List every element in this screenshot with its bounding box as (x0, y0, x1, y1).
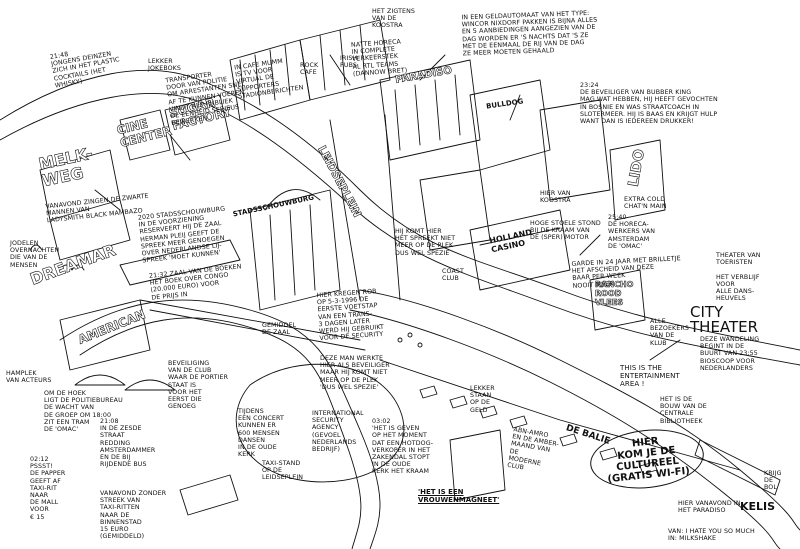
note-lekker: LEKKER JOKEBOKS (148, 58, 182, 73)
note-mauritz: ALLE BEZOEKERS VAN DE KLUB (650, 318, 689, 347)
note-eindelijk: BEVEILIGING VAN DE CLUB WAAR DE PORTIER … (168, 360, 229, 411)
note-rock: ROCK CAFE (300, 62, 319, 77)
city-theater-label: CITY THEATER (690, 303, 759, 336)
note-irish: IRISH PUBS (340, 55, 358, 70)
note-horeca: 25:40 DE HORECA- WERKERS VAN AMSTERDAM D… (608, 214, 656, 250)
note-entertainment: THIS IS THE ENTERTAINMENT AREA ! (620, 364, 680, 388)
note-pssst: 02:12 PSSST! DE PAPPER GEEFT AF TAXI-RIT… (30, 456, 66, 521)
building-stadsschouwburg (249, 189, 341, 311)
note-jodelen: JODELEN OVERNACHTEN DIE VAN DE MENSEN (10, 240, 60, 269)
building-cinecenter (119, 109, 171, 161)
pointer-lines (94, 54, 681, 361)
crowd-dots (397, 332, 423, 348)
road-center-north-2 (384, 114, 401, 301)
note-kringloop: HIER KREGEN ROB OP 5-3-1996 DE EERSTE VO… (316, 288, 385, 343)
note-hamplek: HAMPLEK VAN ACTEURS (6, 370, 52, 385)
building-right-block (539, 99, 611, 201)
kelis-label: KELIS (740, 500, 776, 513)
canal-curve-upper (0, 69, 800, 351)
building-center (419, 169, 491, 251)
note-bouw: HET IS DE BOUW VAN DE CENTRALE BIBLIOTHE… (660, 396, 707, 425)
note-extra: EXTRA COLD CHAT'N MAIN (624, 196, 667, 211)
building-bulldog (469, 79, 551, 171)
note-garde: GARDE IN 24 JAAR MET BRILLETJE HET AFSCH… (571, 255, 681, 290)
bus (179, 474, 239, 516)
note-tijdens: TIJDENS EEN CONCERT KUNNEN ER 600 MENSEN… (238, 408, 284, 459)
note-herman: 2020 STADSSCHOUWBURG IN DE VOORZIENING R… (137, 205, 226, 265)
note-tram: TAXI-STAND OP DE LEIDSEPLEIN (262, 460, 304, 482)
note-natte: NATTE HORECA IN COMPLETE VERKEERSTEK AL … (350, 38, 408, 78)
building-rancho (589, 269, 646, 331)
note-city: DEZE WANDELING BEGINT IN DE BUURT VAN 23… (700, 336, 760, 372)
kiosk-bottom (449, 429, 506, 501)
circle-plaza (235, 363, 405, 483)
note-kelis: HIER VANAVOND IN HET PARADISO (678, 500, 741, 515)
note-zegen: HIJ KOMT HIER HET SPREEKT NIET MEER OP D… (395, 228, 456, 257)
note-amsterdam: 21:08 IN DE ZESDE STRAAT REDDING AMSTERD… (100, 418, 156, 469)
note-hiervan: HIER VAN KOOSTRA (540, 190, 571, 205)
hemisphere-left (74, 374, 176, 391)
building-paradiso-block (379, 59, 481, 161)
building-american (59, 299, 151, 371)
cars-row (419, 385, 658, 475)
note-abn: ABN-AMRO EN DE AMBER- MAAND VAN DE MODER… (506, 426, 560, 472)
road-center-north (329, 119, 361, 301)
note-krijg: KRIJG DE BOL (764, 470, 782, 492)
rancho-label: RANCHO ROOD VLEES (595, 280, 634, 308)
note-coast: COAST CLUB (442, 268, 464, 283)
note-taxi: VANAVOND ZONDER STREEK VAN TAXI-RITTEN N… (100, 490, 167, 541)
note-bubber: 23:24 DE BEVEILIGER VAN BUBBER KING MAG … (580, 82, 718, 126)
note-milkshake: VAN: I HATE YOU SO MUCH IN: MILKSHAKE (668, 528, 755, 543)
road-tram-left-2 (79, 317, 362, 549)
building-sugar (164, 94, 231, 156)
road-main-right-2 (349, 309, 781, 549)
tree-left (29, 244, 85, 271)
note-hoogstaat: HOGE STOELE STOND BIJ DE KRAAM VAN DE (S… (530, 220, 601, 242)
note-ambulance: OM DE HOEK LIGT DE POLITIEBUREAU DE WACH… (44, 390, 123, 434)
note-vrouwen: 'HET IS EEN VROUWENMAGNEET' (418, 488, 500, 504)
bridge (119, 239, 241, 286)
tram-tracks-2 (379, 359, 741, 471)
note-hoofd: 03:02 'HET IS GEVEN OP HET MOMENT DAT EE… (372, 418, 434, 476)
road-main-right (359, 289, 800, 531)
building-melkweg (39, 149, 131, 261)
building-dome (264, 189, 321, 211)
tram-right (694, 439, 781, 496)
tram-tracks (139, 299, 366, 351)
building-lido (609, 139, 666, 221)
note-geldautomaat: IN EEN GELDAUTOMAAT VAN HET TYPE: WINCOR… (461, 9, 598, 58)
note-tokens: HET ZIGTENS VAN DE KOOSTRA (372, 8, 416, 30)
note-gebouw: DEZE MAN WERKTE HIER ALS BEVEILIGER MAAR… (320, 355, 390, 391)
note-lekkerstand: LEKKER STAAN OP DE GELD (470, 385, 495, 414)
canal-curve-lower (0, 93, 800, 366)
note-zaal: GEMIDDEL DE ZAAL (262, 322, 297, 337)
building-casino (469, 209, 571, 291)
building-row-top-2 (299, 19, 391, 101)
note-security: INTERNATIONAL SECURITY AGENCY (GEVOEL NE… (312, 410, 364, 454)
note-theater: THEATER VAN TOERISTEN HET VERBLIJF VOOR … (716, 252, 761, 303)
